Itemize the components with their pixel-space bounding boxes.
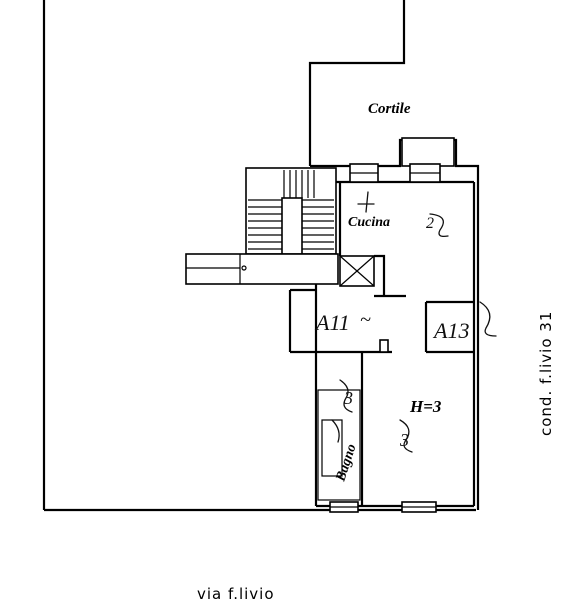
label-room-b: A13 bbox=[432, 318, 469, 343]
window-bottom-left bbox=[329, 501, 359, 513]
kitchen-partitions bbox=[338, 182, 406, 298]
label-bagno-mark: 3 bbox=[343, 388, 353, 408]
label-bagno: Bagno bbox=[333, 442, 359, 484]
handwriting-marks bbox=[331, 191, 497, 453]
bathroom-fixtures bbox=[317, 389, 361, 501]
label-cortile: Cortile bbox=[368, 101, 411, 117]
label-height-mark: 3 bbox=[399, 430, 409, 450]
courtyard-annex bbox=[401, 137, 455, 167]
stairs-right-flight bbox=[302, 199, 334, 250]
label-room-a: A11 bbox=[314, 310, 350, 335]
shaft bbox=[339, 255, 375, 287]
landing bbox=[185, 253, 339, 285]
window-bottom-right bbox=[401, 501, 437, 513]
label-cucina: Cucina bbox=[348, 215, 390, 230]
label-side-street: cond. f.livio 31 bbox=[537, 311, 555, 436]
stairs-top-flight bbox=[283, 170, 315, 198]
label-front-street: via f.livio bbox=[197, 585, 275, 603]
window-top-right bbox=[409, 163, 441, 183]
window-top-left bbox=[349, 163, 379, 183]
apartment-walls bbox=[310, 137, 480, 510]
staircase bbox=[245, 167, 337, 255]
middle-band bbox=[288, 288, 474, 506]
label-cucina-mark: 2 bbox=[426, 215, 434, 232]
stairs-left-flight bbox=[248, 199, 282, 250]
label-height: H=3 bbox=[409, 397, 442, 416]
label-room-a-mark: ~ bbox=[360, 309, 371, 331]
